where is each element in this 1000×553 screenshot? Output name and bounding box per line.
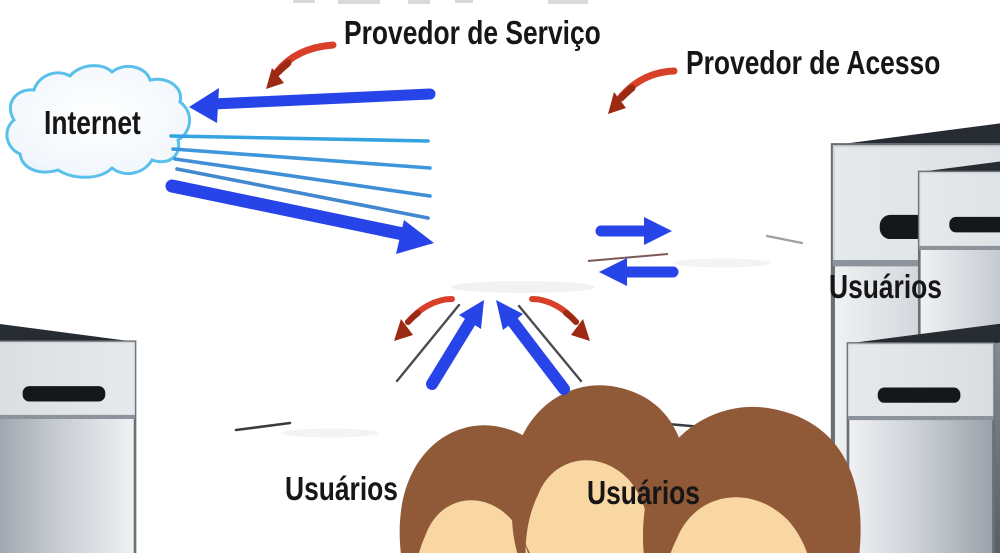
server-icon-right-users	[847, 315, 1000, 553]
internet-label: Internet	[44, 104, 141, 141]
link-line-service-access	[587, 253, 669, 262]
annotation-arrow-service-provider	[266, 41, 337, 89]
cable-access-to-green-users	[765, 234, 804, 245]
service-provider-label: Provedor de Serviço	[344, 14, 601, 51]
internet-cloud-icon	[5, 64, 191, 179]
users-brown-label: Usuários	[587, 474, 700, 511]
annotation-arrow-access-provider	[608, 67, 678, 114]
link-line-right-server	[517, 304, 583, 383]
server-icon-left-users	[0, 313, 136, 553]
link-line-left-server	[395, 303, 461, 383]
arrow-internet-to-service	[165, 179, 434, 254]
arrow-service-to-access	[595, 217, 672, 245]
cropped-text-fragments	[293, 0, 588, 4]
link-lines-internet-service	[169, 134, 432, 220]
arrow-service-to-internet	[189, 88, 436, 123]
access-provider-label: Provedor de Acesso	[686, 44, 941, 81]
users-blue-label: Usuários	[285, 470, 398, 507]
arrow-access-to-service	[599, 258, 679, 286]
arrow-left-server-to-service	[426, 300, 484, 390]
users-green-label: Usuários	[829, 268, 942, 305]
arrow-right-server-to-service	[496, 300, 570, 395]
annotation-arrow-right-server	[529, 296, 590, 341]
annotation-arrow-left-server	[394, 296, 455, 341]
cable-blue-users-to-server	[234, 421, 292, 432]
